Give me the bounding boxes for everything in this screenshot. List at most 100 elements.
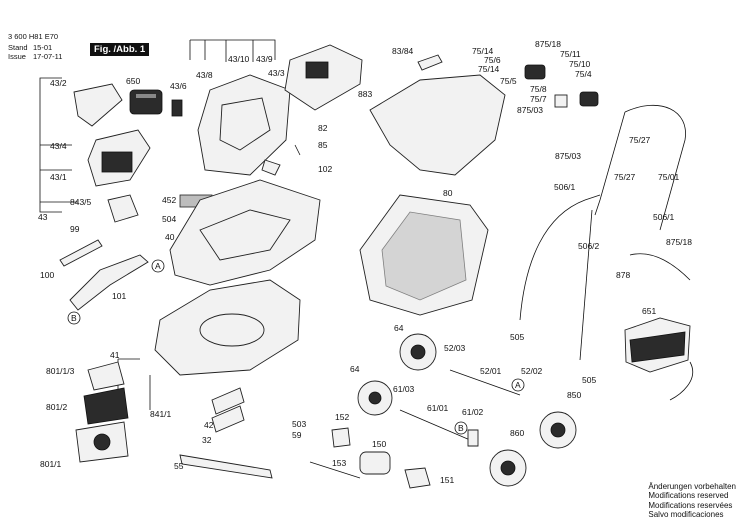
housing-piece-part [261, 159, 281, 176]
label-75-14-a: 75/14 [472, 46, 494, 56]
label-75-01: 75/01 [658, 172, 680, 182]
label-505-a: 505 [510, 332, 524, 342]
callout-a-2: A [515, 380, 521, 390]
label-503: 503 [292, 419, 306, 429]
label-100: 100 [40, 270, 54, 280]
label-75-14-b: 75/14 [478, 64, 500, 74]
battery-clip-part [171, 99, 183, 117]
roller-cap-part [404, 467, 431, 489]
label-152: 152 [335, 412, 349, 422]
label-43-8: 43/8 [196, 70, 213, 80]
header-stand-label: Stand [8, 43, 28, 52]
label-650: 650 [126, 76, 140, 86]
label-43-4: 43/4 [50, 141, 67, 151]
footer-line-de: Änderungen vorbehalten [648, 481, 736, 491]
motor-cap-part [87, 361, 125, 391]
label-153: 153 [332, 458, 346, 468]
label-80: 80 [443, 188, 453, 198]
label-506-1-b: 506/1 [653, 212, 675, 222]
battery-cover-part [73, 83, 123, 127]
handle-switch-part [524, 64, 546, 80]
callout-a-1: A [155, 261, 161, 271]
label-42: 42 [204, 420, 214, 430]
cable-part [629, 253, 691, 281]
header-stand-value: 15-01 [33, 43, 53, 52]
label-843-5: 843/5 [70, 197, 92, 207]
footer-line-es: Salvo modificaciones [648, 510, 724, 520]
label-506-1-a: 506/1 [554, 182, 576, 192]
label-101: 101 [112, 291, 126, 301]
footer-line-en: Modifications reserved [648, 491, 729, 501]
label-43-9: 43/9 [256, 54, 273, 64]
label-85: 85 [318, 140, 328, 150]
label-801-1-3: 801/1/3 [46, 366, 75, 376]
label-75-5: 75/5 [500, 76, 517, 86]
label-75-27-b: 75/27 [614, 172, 636, 182]
label-151: 151 [440, 475, 454, 485]
label-883: 883 [358, 89, 372, 99]
height-adjust-lever-part [69, 254, 149, 311]
label-55: 55 [174, 461, 184, 471]
label-875-03-a: 875/03 [517, 105, 543, 115]
label-61-02: 61/02 [462, 407, 484, 417]
label-52-01: 52/01 [480, 366, 502, 376]
label-52-02: 52/02 [521, 366, 543, 376]
fan-guard-part [211, 387, 245, 415]
label-43-10: 43/10 [228, 54, 250, 64]
label-875-03-b: 875/03 [555, 151, 581, 161]
label-75-27-a: 75/27 [629, 135, 651, 145]
label-40: 40 [165, 232, 175, 242]
label-83-84: 83/84 [392, 46, 414, 56]
holder-bracket-part [107, 194, 139, 223]
lower-handle-part [519, 194, 601, 321]
label-75-4: 75/4 [575, 69, 592, 79]
header-doc-number: 3 600 H81 E70 [8, 32, 59, 41]
footer-notice: Änderungen vorbehalten Modifications res… [648, 482, 736, 520]
header-issue-value: 17-07-11 [33, 52, 63, 61]
roller-bracket-part [331, 427, 351, 448]
footer-line-fr: Modifications reservées [648, 500, 733, 510]
label-43: 43 [38, 212, 48, 222]
figure-label: Fig. /Abb. 1 [90, 43, 150, 56]
label-504: 504 [162, 214, 176, 224]
upper-handle-part [624, 104, 686, 231]
label-505-b: 505 [582, 375, 596, 385]
label-75-11: 75/11 [560, 49, 581, 59]
label-59: 59 [292, 430, 302, 440]
label-150: 150 [372, 439, 386, 449]
blade-part [179, 454, 273, 479]
battery-part [129, 89, 163, 115]
label-41: 41 [110, 350, 120, 360]
label-452: 452 [162, 195, 176, 205]
label-43-1: 43/1 [50, 172, 67, 182]
axle-part [449, 369, 521, 396]
callout-b-2: B [458, 423, 464, 433]
lid-handle-part [417, 54, 443, 71]
label-82: 82 [318, 123, 328, 133]
label-506-2: 506/2 [578, 241, 600, 251]
label-651: 651 [642, 306, 656, 316]
label-64-b: 64 [350, 364, 360, 374]
label-43-2: 43/2 [50, 78, 67, 88]
label-75-10: 75/10 [569, 59, 591, 69]
label-875-18-b: 875/18 [666, 237, 692, 247]
label-99: 99 [70, 224, 80, 234]
label-75-6: 75/6 [484, 55, 501, 65]
label-875-18-a: 875/18 [535, 39, 561, 49]
grassbox-lid-part [369, 74, 506, 176]
label-801-2: 801/2 [46, 402, 68, 412]
label-850: 850 [567, 390, 581, 400]
label-43-3: 43/3 [268, 68, 285, 78]
label-860: 860 [510, 428, 524, 438]
label-61-01: 61/01 [427, 403, 449, 413]
label-878: 878 [616, 270, 630, 280]
label-52-03: 52/03 [444, 343, 466, 353]
motor-upper-part [83, 387, 129, 425]
callout-b-1: B [71, 313, 77, 323]
label-43-6: 43/6 [170, 81, 187, 91]
label-102: 102 [318, 164, 332, 174]
roller-brush-part [359, 451, 391, 475]
label-61-03: 61/03 [393, 384, 415, 394]
label-64-a: 64 [394, 323, 404, 333]
